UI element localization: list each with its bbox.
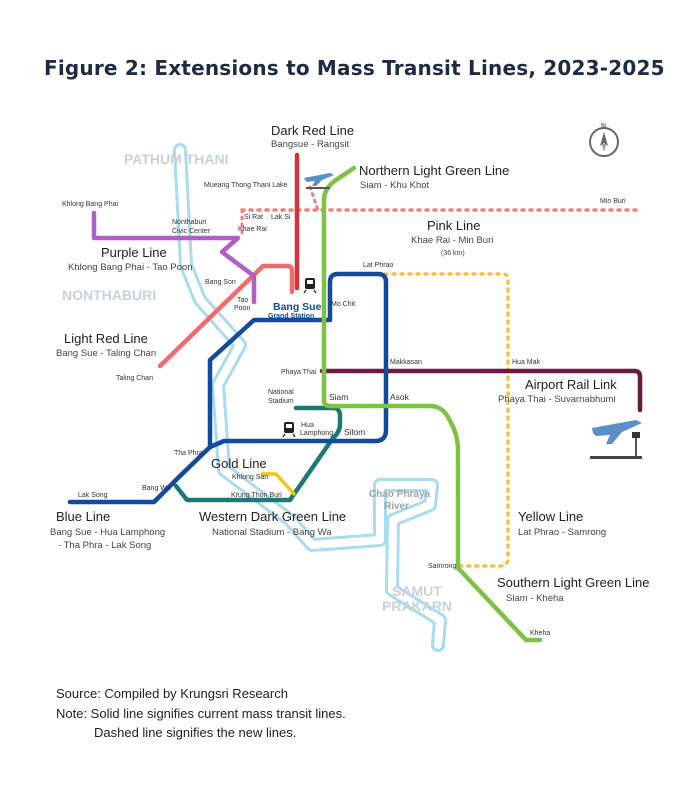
airport-icon [590, 420, 642, 459]
station-khae-rai: Khae Rai [238, 226, 267, 233]
source-note: Source: Compiled by Krungsri Research [56, 686, 288, 701]
station-hua-lamphong-2: Lamphong [300, 430, 333, 437]
purple-line-track [91, 210, 257, 305]
light-red-line-name: Light Red Line [64, 331, 148, 346]
station-asok: Asok [390, 392, 410, 402]
transit-map: PATHUM THANI NONTHABURI SAMUT PRAKARN Ch… [50, 123, 650, 652]
station-bang-son: Bang Son [205, 279, 236, 286]
western-green-line-track [173, 405, 343, 503]
province-prakarn: PRAKARN [382, 598, 452, 614]
compass-icon [589, 127, 619, 157]
compass-label: N [601, 123, 606, 130]
yellow-line-route: Lat Phrao - Samrong [518, 527, 606, 538]
airplane-icon [304, 173, 334, 189]
station-tao-poon-2: Poon [234, 305, 250, 312]
station-nonthaburi-civic-2: Civic Center [172, 228, 211, 235]
station-khlong-san: Khlong San [232, 474, 268, 481]
station-lak-si: Lak Si [271, 214, 291, 221]
station-makkasan: Makkasan [390, 359, 422, 366]
green-line-track [321, 165, 543, 643]
station-si-rat: Si Rat [244, 214, 263, 221]
notes: Source: Compiled by Krungsri Research No… [56, 684, 346, 743]
southern-green-line-route: Siam - Kheha [506, 593, 564, 604]
yellow-line-track [383, 272, 510, 568]
light-red-line-track [157, 263, 295, 369]
station-hua-mak: Hua Mak [512, 359, 541, 366]
dark-red-line-name: Dark Red Line [271, 123, 354, 138]
station-mueang-thong: Mueang Thong Thani Lake [204, 182, 288, 189]
southern-green-line-name: Southern Light Green Line [497, 575, 650, 590]
station-bang-sue: Bang Sue [273, 301, 322, 313]
pink-line-name: Pink Line [427, 218, 480, 233]
station-taling-chan: Taling Chan [116, 375, 153, 382]
yellow-line-name: Yellow Line [518, 509, 583, 524]
station-phaya-thai: Phaya Thai [281, 369, 317, 376]
province-nonthaburi: NONTHABURI [62, 287, 156, 303]
station-khlong-bang-phai: Khlong Bang Phai [62, 201, 118, 208]
western-green-line-route: National Stadium - Bang Wa [212, 527, 332, 538]
gold-line-name: Gold Line [211, 456, 267, 471]
river-label-1: Chao Phraya [369, 489, 431, 500]
light-red-line-route: Bang Sue - Taling Chan [56, 348, 156, 359]
note-solid-line: Note: Solid line signifies current mass … [56, 705, 346, 721]
pink-line-route: Khae Rai - Min Buri [411, 235, 493, 246]
purple-line-route: Khlong Bang Phai - Tao Poon [68, 262, 192, 273]
station-hua-lamphong-1: Hua [301, 422, 314, 429]
station-bang-sue-grand: Grand Station [268, 313, 314, 320]
blue-line-route-1: Bang Sue - Hua Lamphong [50, 527, 165, 538]
station-mo-chit: Mo Chit [331, 301, 355, 308]
dark-red-line-route: Bangsue - Rangsit [271, 139, 350, 150]
northern-green-line-name: Northern Light Green Line [359, 163, 509, 178]
note-dashed-line: Dashed line signifies the new lines. [94, 725, 297, 740]
chao-phraya-river-inner [176, 146, 444, 649]
northern-green-line-route: Siam - Khu Khot [360, 180, 430, 191]
blue-line-track [67, 271, 389, 505]
station-silom: Silom [344, 427, 365, 437]
station-national-stadium-2: Stadium [268, 398, 294, 405]
province-pathum-thani: PATHUM THANI [124, 151, 228, 167]
airport-rail-link-name: Airport Rail Link [525, 377, 617, 392]
station-min-buri: Min Buri [600, 198, 626, 205]
station-tha-phra: Tha Phra [174, 450, 203, 457]
western-green-line-name: Western Dark Green Line [199, 509, 346, 524]
purple-line-name: Purple Line [101, 245, 167, 260]
train-icon [303, 278, 317, 294]
pink-line-length: (36 km) [441, 250, 465, 257]
figure-title: Figure 2: Extensions to Mass Transit Lin… [44, 56, 665, 80]
station-kheha: Kheha [530, 630, 550, 637]
airport-rail-link-track [319, 368, 643, 413]
station-krung-thon-buri: Krung Thon Buri [231, 492, 282, 499]
station-samrong: Samrong [428, 563, 457, 570]
gold-line-track [260, 472, 296, 496]
station-siam: Siam [329, 392, 348, 402]
blue-line-name: Blue Line [56, 509, 110, 524]
blue-line-route-2: - Tha Phra - Lak Song [58, 540, 151, 551]
station-bang-wa: Bang Wa [142, 485, 171, 492]
train-icon [282, 422, 296, 438]
river-label-2: River [384, 501, 409, 512]
pink-line-branch [308, 185, 320, 212]
airport-rail-link-route: Phaya Thai - Suvarnabhumi [498, 394, 616, 405]
station-lat-phrao: Lat Phrao [363, 262, 393, 269]
station-lak-song: Lak Song [78, 492, 108, 499]
province-samut: SAMUT [392, 583, 442, 599]
station-nonthaburi-civic-1: Nonthaburi [172, 219, 207, 226]
station-tao-poon-1: Tao [237, 297, 248, 304]
station-national-stadium-1: National [268, 389, 294, 396]
